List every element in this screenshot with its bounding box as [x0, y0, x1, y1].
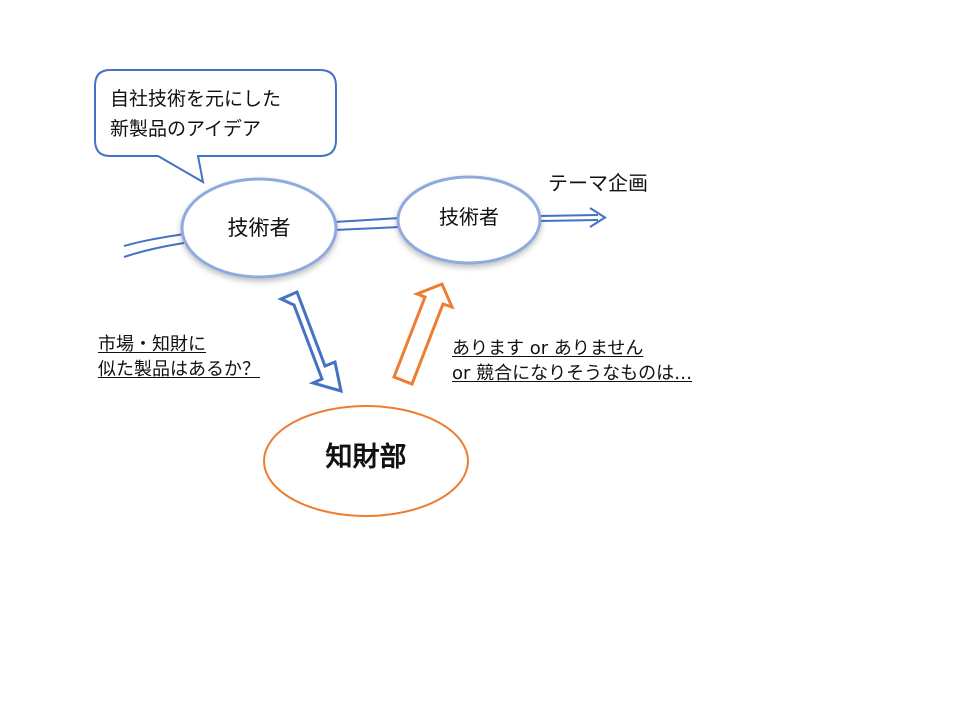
ip-department-node	[263, 405, 469, 517]
answer-line: あります or ありません	[452, 338, 644, 359]
block-arrow-up-icon	[392, 282, 455, 386]
callout-line: 新製品のアイデア	[110, 118, 262, 140]
callout-line: 自社技術を元にした	[110, 88, 282, 110]
engineer-left-node	[180, 177, 338, 279]
engineer-right-node	[396, 175, 542, 265]
engineer-right-label: 技術者	[439, 205, 499, 229]
question-text: 市場・知財に 似た製品はあるか？	[98, 332, 260, 382]
idea-callout-text: 自社技術を元にした 新製品のアイデア	[110, 84, 281, 144]
answer-line: or 競合になりそうなものは…	[452, 363, 693, 384]
question-line: 似た製品はあるか？	[98, 359, 260, 380]
engineer-connector	[333, 217, 401, 231]
answer-text: あります or ありません or 競合になりそうなものは…	[452, 336, 692, 386]
double-line-arrow-right-icon	[539, 207, 607, 228]
ip-department-label: 知財部	[325, 442, 407, 473]
idea-callout-bubble	[94, 69, 337, 184]
incoming-double-line	[123, 233, 185, 258]
theme-planning-label: テーマ企画	[548, 171, 648, 195]
question-line: 市場・知財に	[98, 334, 206, 355]
block-arrow-down-icon	[277, 289, 343, 394]
engineer-left-label: 技術者	[227, 216, 291, 240]
